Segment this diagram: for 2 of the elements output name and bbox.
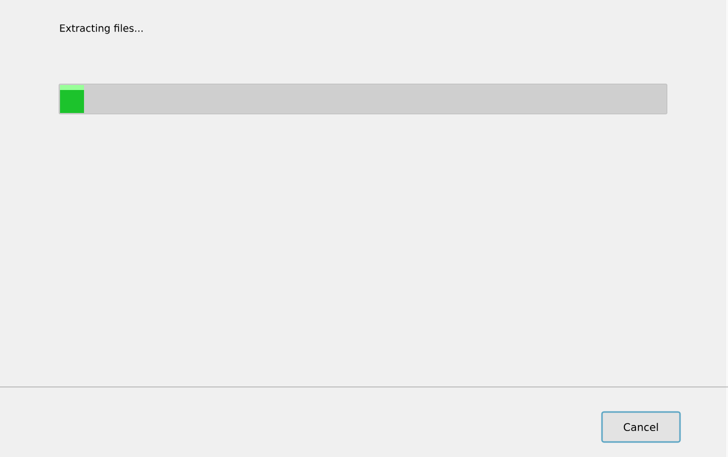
status-text: Extracting files...: [60, 24, 143, 34]
cancel-button: Cancel: [601, 411, 681, 443]
